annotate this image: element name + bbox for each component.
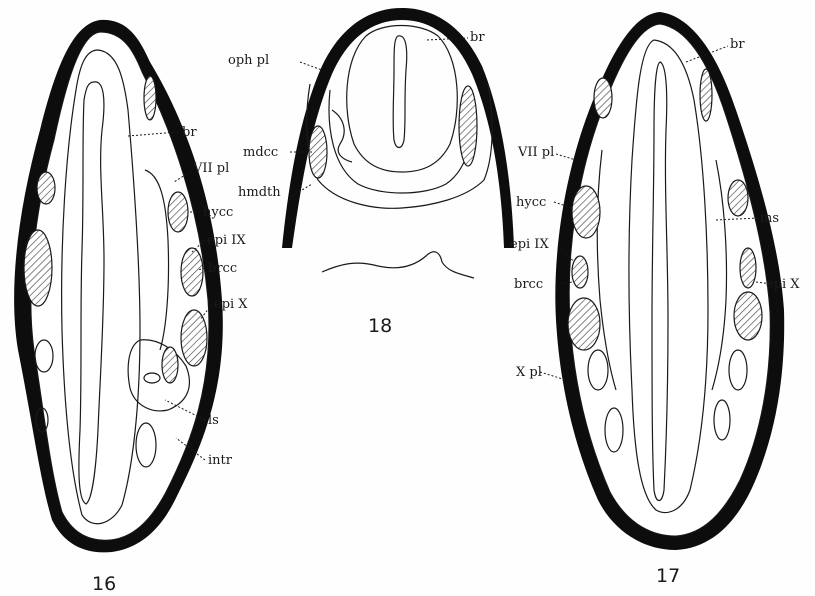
fig16-label-hycc: hycc <box>203 205 233 220</box>
fig17-label-br: br <box>730 37 745 52</box>
fig17-hatch-top <box>700 69 712 121</box>
fig17-hatch-brcc <box>572 256 588 288</box>
fig17-hatch-hycc <box>572 186 600 238</box>
fig18-left-folds <box>332 110 352 162</box>
fig17-label-x-pl: X pl <box>516 365 542 380</box>
fig16-label-br: br <box>182 125 197 140</box>
fig16-label-epi-ix: epi IX <box>207 233 246 248</box>
fig17-hatch-right-lower <box>734 292 762 340</box>
fig16-number: 16 <box>92 573 116 595</box>
fig18-label-oph-pl: oph pl <box>228 53 269 68</box>
fig16-label-ls: ls <box>208 413 219 428</box>
figure-16: br VII pl hycc epi IX brcc epi X ls intr… <box>14 20 248 595</box>
fig18-label-br: br <box>470 30 485 45</box>
fig18-inner-contour <box>329 90 473 193</box>
fig16-label-vii-pl: VII pl <box>192 161 229 176</box>
fig17-label-hycc: hycc <box>516 195 546 210</box>
fig17-label-ms: ms <box>760 211 779 226</box>
fig18-brain-tube <box>347 26 458 173</box>
fig17-hatch-epi-x <box>740 248 756 288</box>
fig16-hatch-left-main <box>24 230 52 306</box>
fig17-label-epi-ix: epi IX <box>510 237 549 252</box>
fig16-hatch-left-upper <box>37 172 55 204</box>
fig17-label-vii-pl: VII pl <box>517 145 554 160</box>
figure-18: oph pl br mdcc hmdth 18 <box>228 8 514 337</box>
fig16-hatch-top <box>144 76 156 120</box>
fig18-lower-line <box>322 252 474 278</box>
fig17-label-epi-x: epi X <box>766 277 800 292</box>
figure-17: br VII pl hycc epi IX brcc X pl ms epi X… <box>510 12 800 587</box>
fig18-lumen <box>393 36 407 148</box>
fig16-label-epi-x: epi X <box>214 297 248 312</box>
fig18-hatch-right <box>459 86 477 166</box>
fig18-number: 18 <box>368 315 392 337</box>
fig17-number: 17 <box>656 565 680 587</box>
fig16-hatch-hycc <box>168 192 188 232</box>
fig17-hatch-right-upper <box>728 180 748 216</box>
fig18-label-mdcc: mdcc <box>243 145 278 160</box>
fig16-hatch-lower <box>162 347 178 383</box>
fig17-hatch-left-upper <box>594 78 612 118</box>
fig17-label-brcc: brcc <box>514 277 543 292</box>
fig16-hatch-brcc <box>181 248 203 296</box>
fig16-label-intr: intr <box>208 453 233 468</box>
fig17-hatch-left-lower <box>568 298 600 350</box>
fig16-label-brcc: brcc <box>208 261 237 276</box>
fig16-hatch-epi-x <box>181 310 207 366</box>
fig18-label-hmdth: hmdth <box>238 185 281 200</box>
